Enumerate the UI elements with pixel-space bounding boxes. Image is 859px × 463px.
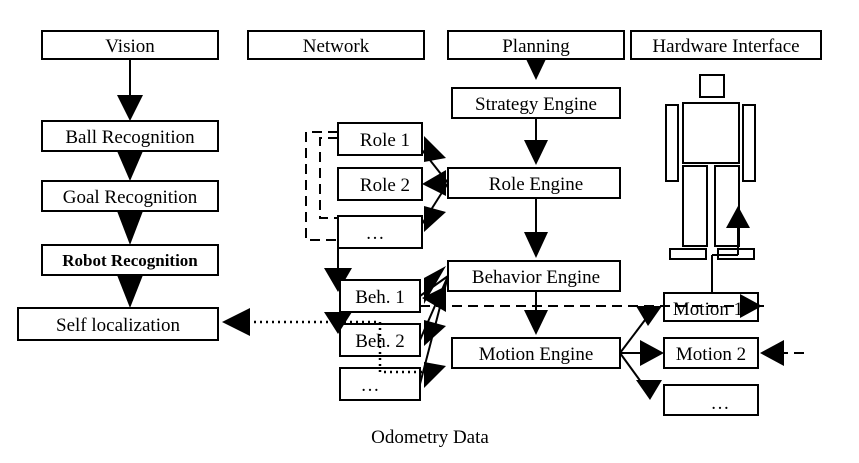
motion-engine-to-motion1-line xyxy=(619,315,649,354)
header-network-label: Network xyxy=(303,36,370,57)
role-more-arrowhead xyxy=(424,206,446,232)
motion2-arrowhead xyxy=(640,340,664,366)
role-more-box: … xyxy=(337,215,423,249)
header-vision-label: Vision xyxy=(105,36,155,57)
motion-more-arrowhead xyxy=(636,380,662,400)
beh1-to-motion1-arrowhead xyxy=(740,294,762,318)
header-planning: Planning xyxy=(447,30,625,60)
motion-1-label: Motion 1 xyxy=(673,299,743,320)
odometry-data-label: Odometry Data xyxy=(371,427,489,448)
header-vision: Vision xyxy=(41,30,219,60)
role-2-label: Role 2 xyxy=(360,175,410,196)
goal-recognition-label: Goal Recognition xyxy=(63,187,198,208)
role-to-behavior-arrowhead xyxy=(524,232,548,258)
header-planning-label: Planning xyxy=(502,36,570,57)
planning-arrowhead xyxy=(526,59,546,80)
strategy-to-role-arrowhead xyxy=(524,140,548,165)
vision-arrowhead-4 xyxy=(117,275,143,308)
behavior-engine-box: Behavior Engine xyxy=(447,260,621,292)
motion2-incoming-arrowhead xyxy=(760,340,784,366)
self-localization-label: Self localization xyxy=(56,315,180,336)
beh-1-box: Beh. 1 xyxy=(339,279,421,313)
self-localization-box: Self localization xyxy=(17,307,219,341)
role-1-label: Role 1 xyxy=(360,130,410,151)
roles-dashed-bracket-outer xyxy=(305,131,338,241)
robot-recognition-label: Robot Recognition xyxy=(62,251,198,270)
motion1-arrowhead xyxy=(636,306,662,326)
motion-engine-label: Motion Engine xyxy=(479,344,594,365)
ball-recognition-box: Ball Recognition xyxy=(41,120,219,152)
header-hardware-label: Hardware Interface xyxy=(652,36,799,57)
beh-more-box: … xyxy=(339,367,421,401)
motion-2-label: Motion 2 xyxy=(676,344,746,365)
role-1-box: Role 1 xyxy=(337,122,423,156)
beh2-arrowhead xyxy=(424,320,446,346)
motion-more-box: … xyxy=(663,384,759,416)
behavior-to-motion-arrowhead xyxy=(524,310,548,335)
strategy-engine-box: Strategy Engine xyxy=(451,87,621,119)
strategy-engine-label: Strategy Engine xyxy=(475,94,597,115)
motion-more-label: … xyxy=(711,393,730,414)
goal-recognition-box: Goal Recognition xyxy=(41,180,219,212)
motion1-to-robot-arrowhead xyxy=(726,206,750,228)
beh-more-label: … xyxy=(361,375,380,396)
vision-arrowhead-2 xyxy=(117,151,143,181)
behavior-engine-label: Behavior Engine xyxy=(472,267,600,288)
roles-dashed-bracket-inner xyxy=(319,137,338,219)
self-localization-arrowhead xyxy=(222,308,250,336)
header-network: Network xyxy=(247,30,425,60)
robot-figure xyxy=(665,74,756,260)
role1-arrowhead xyxy=(424,136,446,162)
motion-engine-box: Motion Engine xyxy=(451,337,621,369)
role2-arrowhead xyxy=(422,170,446,196)
robot-recognition-box: Robot Recognition xyxy=(41,244,219,276)
odometry-dotted-path xyxy=(252,320,428,374)
role-more-label: … xyxy=(366,223,385,244)
motion-2-box: Motion 2 xyxy=(663,337,759,369)
role-engine-label: Role Engine xyxy=(489,174,583,195)
ball-recognition-label: Ball Recognition xyxy=(65,127,195,148)
beh-1-label: Beh. 1 xyxy=(355,287,405,308)
role-to-beh-arrowhead xyxy=(324,268,352,292)
role-2-box: Role 2 xyxy=(337,167,423,201)
beh-more-arrowhead xyxy=(424,362,446,388)
vision-arrowhead-1 xyxy=(117,95,143,121)
vision-arrowhead-3 xyxy=(117,211,143,245)
header-hardware: Hardware Interface xyxy=(630,30,822,60)
role-engine-box: Role Engine xyxy=(447,167,621,199)
